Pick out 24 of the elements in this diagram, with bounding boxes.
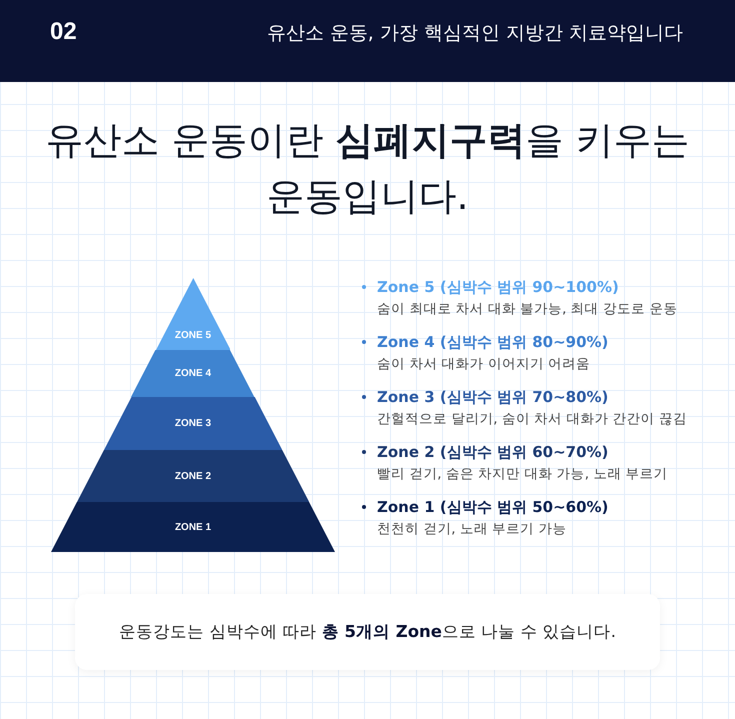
tier-label: ZONE 5	[174, 330, 212, 341]
zone-title: Zone 4 (심박수 범위 80~90%)	[377, 332, 610, 353]
tier-label: ZONE 2	[174, 470, 212, 482]
pyramid-tier	[104, 397, 282, 450]
zone-title: Zone 3 (심박수 범위 70~80%)	[377, 387, 610, 408]
pyramid-tier	[76, 450, 310, 502]
header-title: 유산소 운동, 가장 핵심적인 지방간 치료약입니다	[266, 21, 683, 46]
zone-title: Zone 5 (심박수 범위 90~100%)	[377, 277, 620, 298]
tier-label: ZONE 4	[174, 368, 212, 379]
tier-label: ZONE 1	[174, 522, 212, 532]
pyramid-tier	[131, 350, 255, 397]
tier-label: ZONE 3	[174, 418, 212, 429]
section-number: 02	[50, 18, 77, 46]
zone-description: 간헐적으로 달리기, 숨이 차서 대화가 간간이 끊김	[377, 410, 688, 429]
pyramid-tier	[156, 278, 230, 350]
zone-title: Zone 1 (심박수 범위 50~60%)	[377, 497, 610, 518]
zone-description: 숨이 차서 대화가 이어지기 어려움	[377, 355, 592, 374]
pyramid-tier	[51, 502, 335, 552]
zone-title: Zone 2 (심박수 범위 60~70%)	[377, 442, 610, 463]
main-heading: 유산소 운동이란 심폐지구력을 키우는 운동입니다.	[44, 117, 691, 220]
zone-description: 숨이 최대로 차서 대화 불가능, 최대 강도로 운동	[377, 300, 678, 319]
zone-description: 빨리 걷기, 숨은 차지만 대화 가능, 노래 부르기	[377, 465, 669, 484]
summary-text: 운동강도는 심박수에 따라 총 5개의 Zone으로 나눌 수 있습니다.	[119, 621, 616, 643]
zone-description: 천천히 걷기, 노래 부르기 가능	[377, 520, 568, 539]
